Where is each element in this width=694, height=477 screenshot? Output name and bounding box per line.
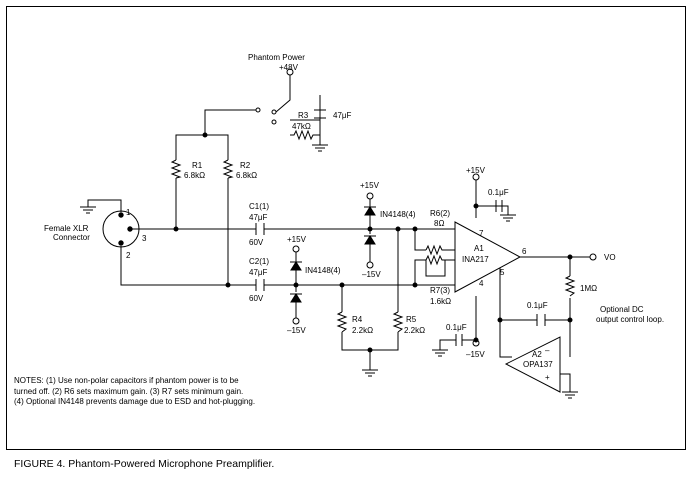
diode-bottom-plus-label: +15V [287, 235, 307, 244]
notes-line3: (4) Optional IN4148 prevents damage due … [14, 397, 256, 406]
r3-value: 47kΩ [292, 122, 311, 131]
pin6-label: 6 [522, 247, 527, 256]
c1-value: 47μF [249, 213, 268, 222]
resistor-r2 [222, 159, 234, 179]
capacitor-0p1uf-feedback [536, 314, 546, 326]
diode-top-upper [364, 206, 376, 216]
xlr-connector-label: Connector [53, 233, 90, 242]
c2-volt: 60V [249, 294, 264, 303]
junctions [173, 132, 573, 353]
resistor-r6 [425, 244, 445, 256]
xlr-name: Female XLR [44, 224, 89, 233]
a1-label: A1 [474, 244, 484, 253]
r1-label: R1 [192, 161, 203, 170]
resistor-r4 [336, 311, 348, 333]
c2-label: C2(1) [249, 257, 269, 266]
notes-line2: turned off. (2) R6 sets maximum gain. (3… [14, 386, 244, 396]
c2-value: 47μF [249, 268, 268, 277]
r7-label: R7(3) [430, 286, 450, 295]
cap-bottom-value: 0.1μF [446, 323, 467, 332]
pin4-label: 4 [479, 279, 484, 288]
resistor-r3 [290, 129, 320, 141]
diode-bottom-minus-label: –15V [287, 326, 306, 335]
vo-label: VO [604, 253, 616, 262]
terminals [255, 68, 597, 347]
diode-top-plus-label: +15V [360, 181, 380, 190]
resistor-r5 [392, 311, 404, 333]
figure-caption: FIGURE 4. Phantom-Powered Microphone Pre… [14, 458, 275, 470]
r6-value: 8Ω [434, 219, 444, 228]
diode-bottom-lower [290, 293, 302, 303]
cap-top-value: 0.1μF [488, 188, 509, 197]
pin3-label: 3 [142, 234, 147, 243]
c3-value: 47μF [333, 111, 352, 120]
resistor-r1 [170, 159, 182, 179]
supply-minus-label: –15V [466, 350, 485, 359]
capacitor-0p1uf-bottom [455, 334, 463, 346]
pin7-label: 7 [479, 229, 484, 238]
phantom-power-label: Phantom Power [248, 53, 305, 62]
r5-value: 2.2kΩ [404, 326, 425, 335]
pin2-label: 2 [126, 251, 131, 260]
r7-value: 1.6kΩ [430, 297, 451, 306]
r3-label: R3 [298, 111, 309, 120]
diode-bottom-part-label: IN4148(4) [305, 266, 341, 275]
loop-line1: Optional DC [600, 305, 644, 314]
r5-label: R5 [406, 315, 417, 324]
c1-label: C1(1) [249, 202, 269, 211]
notes: NOTES: (1) Use non-polar capacitors if p… [14, 376, 314, 408]
capacitor-c1 [255, 223, 265, 235]
cap-feedback-value: 0.1μF [527, 301, 548, 310]
figure-frame [6, 6, 686, 450]
r4-value: 2.2kΩ [352, 326, 373, 335]
diode-top-lower [364, 235, 376, 245]
supply-plus-label: +15V [466, 166, 486, 175]
loop-line2: output control loop. [596, 315, 664, 324]
c1-volt: 60V [249, 238, 264, 247]
opa137-minus: – [545, 346, 550, 355]
plus48v-label: +48V [279, 63, 299, 72]
opa137-plus: + [545, 373, 550, 382]
diode-top-minus-label: –15V [362, 270, 381, 279]
resistor-1m [564, 275, 576, 297]
r4-label: R4 [352, 315, 363, 324]
r6-label: R6(2) [430, 209, 450, 218]
capacitor-47uf-phantom [314, 95, 326, 119]
diode-bottom-upper [290, 261, 302, 271]
ground-symbols [80, 144, 578, 399]
r-1m-value: 1MΩ [580, 284, 597, 293]
pin1-label: 1 [126, 208, 131, 217]
capacitor-0p1uf-top [495, 200, 503, 212]
amplifier-ina217 [454, 221, 522, 293]
xlr-connector [102, 210, 140, 248]
capacitor-c2 [255, 279, 265, 291]
diode-top-part-label: IN4148(4) [380, 210, 416, 219]
amplifier-opa137 [504, 336, 561, 393]
r1-value: 6.8kΩ [184, 171, 205, 180]
opa137-label: OPA137 [523, 360, 553, 369]
r2-value: 6.8kΩ [236, 171, 257, 180]
r2-label: R2 [240, 161, 251, 170]
resistor-r7 [425, 254, 445, 266]
notes-line1: NOTES: (1) Use non-polar capacitors if p… [14, 376, 239, 385]
pin5-label: 5 [500, 268, 505, 277]
ina217-label: INA217 [462, 255, 489, 264]
a2-label: A2 [532, 350, 542, 359]
